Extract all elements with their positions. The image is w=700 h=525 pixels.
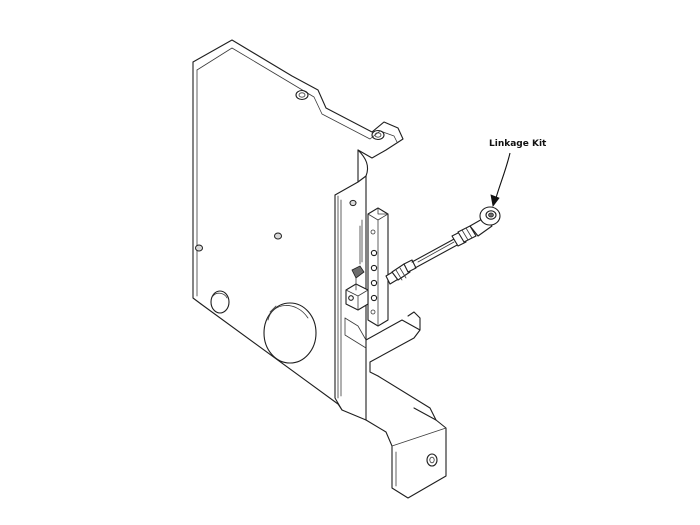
top-tab-holes	[295, 89, 385, 141]
plate-openings	[210, 290, 317, 364]
lever-arm	[359, 207, 389, 327]
foot-bracket	[344, 311, 447, 499]
pivot-block	[345, 265, 369, 311]
callout-arrow	[490, 152, 511, 207]
linkage-rod	[385, 217, 493, 285]
plate-studs	[195, 199, 357, 252]
callout-label-linkage-kit: Linkage Kit	[489, 139, 547, 149]
ball-joint-eye	[479, 206, 501, 226]
